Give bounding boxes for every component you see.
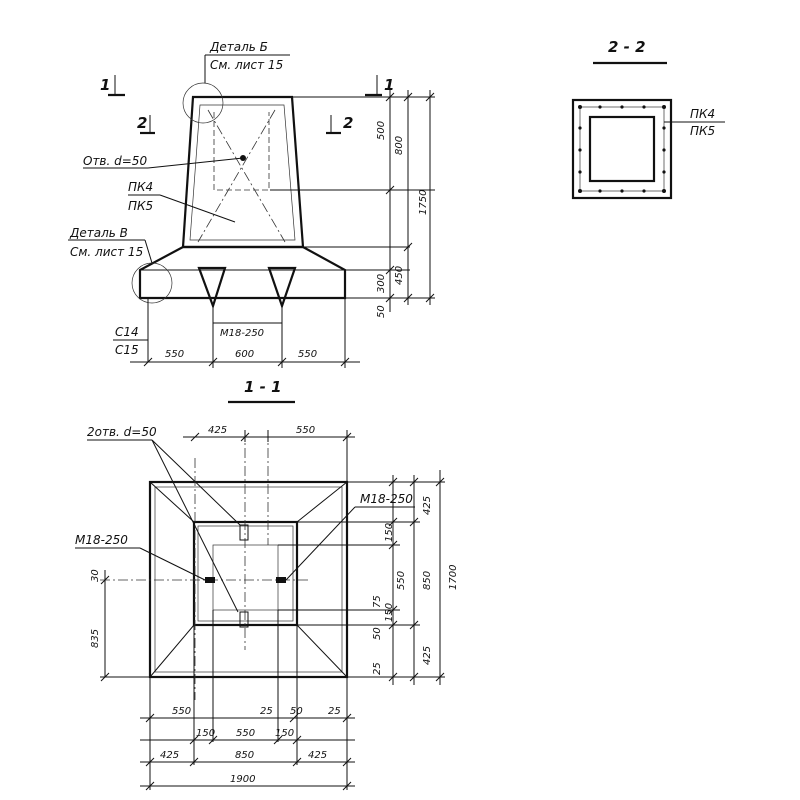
c15-label: С15	[115, 343, 139, 357]
dim-425-bottom-b: 425	[308, 750, 327, 761]
cut-1-left: 1	[100, 76, 110, 94]
elevation-view: Отв. d=50 М18-250 Деталь Б См. лист 15 Д…	[68, 40, 435, 368]
dim-1750: 1750	[418, 190, 429, 215]
hole-d50-leader	[147, 157, 244, 169]
dim-30: 30	[90, 569, 101, 582]
plan-bolt-right	[276, 577, 286, 583]
dim-835: 835	[90, 629, 101, 648]
plan-base-outline	[148, 480, 349, 679]
dim-25-right: 25	[372, 662, 383, 675]
dim-50-bottom: 50	[290, 706, 303, 717]
dim-425-bottom-a: 425	[160, 750, 179, 761]
cut-1-right: 1	[384, 76, 394, 94]
plan-hole-top	[239, 524, 249, 541]
dim-1700: 1700	[448, 565, 459, 590]
section-2-2: 2 - 2 ПК4 ПК5	[571, 38, 725, 200]
dim-425-right-top: 425	[422, 496, 433, 515]
detail-b-sheet: См. лист 15	[210, 58, 283, 72]
plan-hole-bottom	[239, 611, 249, 628]
plan-column-outline	[192, 520, 299, 627]
plan-1-1: 1 - 1 2отв. d=50 М18-250 М18-250	[75, 378, 459, 791]
cut-2-right: 2	[343, 114, 353, 132]
c14-label: С14	[115, 325, 139, 339]
pk4-label-elev: ПК4	[128, 180, 153, 194]
dim-25-bottom-a: 25	[260, 706, 273, 717]
dim-550-bottom-b: 550	[236, 728, 255, 739]
two-holes-label: 2отв. d=50	[87, 425, 157, 439]
dim-425-right-bot: 425	[422, 646, 433, 665]
dim-550-bottom: 550	[172, 706, 191, 717]
dim-50-elev: 50	[376, 305, 387, 318]
m18-label-plan-right: М18-250	[360, 492, 413, 506]
m18-label-elev: М18-250	[220, 328, 264, 339]
dim-800: 800	[394, 136, 405, 155]
dim-550-a: 550	[165, 349, 184, 360]
anchor-cone-left	[197, 266, 227, 310]
section-2-2-inner	[588, 115, 656, 183]
dim-1900: 1900	[230, 774, 255, 785]
detail-v-label: Деталь В	[69, 226, 128, 240]
detail-v-sheet: См. лист 15	[70, 245, 143, 259]
brace-b	[197, 109, 276, 243]
hole-d50-label: Отв. d=50	[83, 154, 147, 168]
dim-450: 450	[394, 266, 405, 285]
brace-a	[207, 109, 286, 243]
dim-150-bottom-a: 150	[196, 728, 215, 739]
pk5-label-sec: ПК5	[690, 124, 715, 138]
dim-550-top: 550	[296, 425, 315, 436]
detail-b-circle	[182, 82, 224, 124]
dim-600: 600	[235, 349, 254, 360]
dim-850-right: 850	[422, 571, 433, 590]
dim-425-top: 425	[208, 425, 227, 436]
dim-850-bottom: 850	[235, 750, 254, 761]
pk5-label-elev: ПК5	[128, 199, 153, 213]
section-1-1-title: 1 - 1	[244, 378, 282, 396]
dim-50-right: 50	[372, 627, 383, 640]
dim-500: 500	[376, 121, 387, 140]
anchor-cone-right	[267, 266, 297, 310]
section-2-2-outer	[571, 98, 673, 200]
dim-75: 75	[372, 595, 383, 608]
plan-bolt-left	[205, 577, 215, 583]
dim-150-b: 150	[384, 603, 395, 622]
plan-glass	[212, 544, 279, 611]
dim-550-b: 550	[298, 349, 317, 360]
section-2-2-title: 2 - 2	[608, 38, 646, 56]
rebar-dots	[578, 105, 666, 193]
dim-550-right: 550	[396, 571, 407, 590]
glass-recess	[213, 112, 270, 191]
dim-25-bottom-b: 25	[328, 706, 341, 717]
m18-label-plan-left: М18-250	[75, 533, 128, 547]
column-inner-line	[189, 104, 296, 241]
pk4-label-sec: ПК4	[690, 107, 715, 121]
dim-300: 300	[376, 274, 387, 293]
cut-2-left: 2	[137, 114, 147, 132]
dim-150-a: 150	[384, 523, 395, 542]
detail-b-label: Деталь Б	[209, 40, 268, 54]
dim-150-bottom-b: 150	[275, 728, 294, 739]
